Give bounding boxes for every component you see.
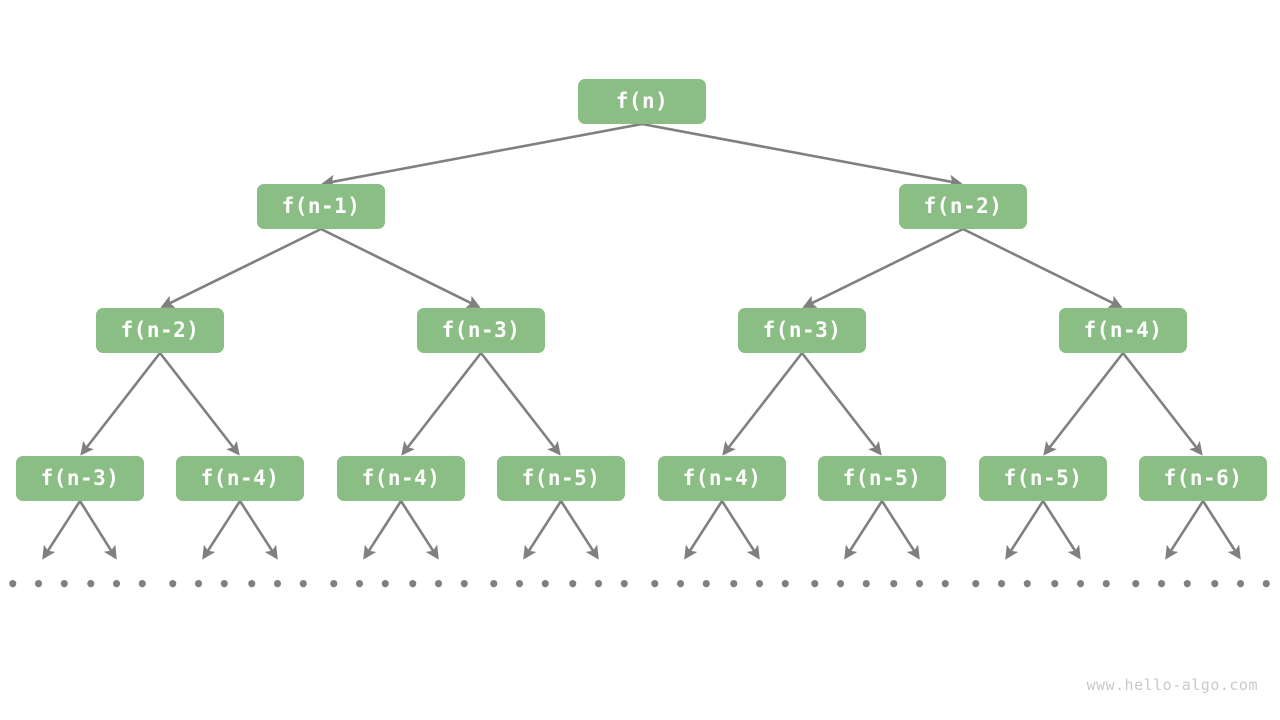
tree-node-label: f(n-5): [1003, 466, 1083, 490]
tree-node-label: f(n-5): [521, 466, 601, 490]
tree-ellipsis-11: • • •: [887, 572, 955, 596]
tree-edge: [722, 352, 804, 456]
tree-edge: [684, 500, 724, 560]
tree-ellipsis-13: • • •: [1048, 572, 1116, 596]
tree-edge: [802, 227, 964, 308]
tree-ellipsis-3: • • •: [245, 572, 313, 596]
tree-ellipsis-6: • • •: [487, 572, 555, 596]
tree-edge: [42, 500, 82, 560]
tree-node-l3-0[interactable]: f(n-2): [96, 308, 224, 353]
tree-edge: [1121, 352, 1203, 456]
tree-node-label: f(n-3): [441, 318, 521, 342]
tree-node-l3-3[interactable]: f(n-4): [1059, 308, 1187, 353]
tree-node-l2-1[interactable]: f(n-2): [899, 184, 1027, 229]
tree-edge: [1005, 500, 1045, 560]
tree-node-label: f(n-4): [361, 466, 441, 490]
tree-node-label: f(n): [615, 89, 669, 113]
tree-edge: [160, 227, 322, 308]
tree-edge: [800, 352, 882, 456]
tree-ellipsis-14: • • •: [1129, 572, 1197, 596]
tree-edge: [78, 500, 117, 560]
tree-edge: [1201, 500, 1241, 560]
tree-node-label: f(n-2): [120, 318, 200, 342]
tree-node-label: f(n-4): [1083, 318, 1163, 342]
tree-edge: [1165, 500, 1205, 560]
tree-ellipsis-1: • • •: [84, 572, 152, 596]
tree-ellipsis-7: • • •: [566, 572, 634, 596]
tree-edge: [962, 227, 1123, 308]
tree-edge: [363, 500, 403, 560]
tree-node-label: f(n-5): [842, 466, 922, 490]
tree-edge: [238, 500, 278, 560]
tree-node-label: f(n-4): [200, 466, 280, 490]
tree-ellipsis-12: • • •: [969, 572, 1037, 596]
tree-node-label: f(n-1): [281, 194, 361, 218]
tree-ellipsis-8: • • •: [648, 572, 716, 596]
tree-edge: [1041, 500, 1081, 560]
tree-node-label: f(n-3): [40, 466, 120, 490]
tree-ellipsis-9: • • •: [727, 572, 795, 596]
tree-node-root[interactable]: f(n): [578, 79, 706, 124]
tree-edge: [80, 352, 162, 456]
tree-ellipsis-0: • • •: [6, 572, 74, 596]
tree-edge: [320, 227, 481, 308]
tree-node-l4-4[interactable]: f(n-4): [658, 456, 786, 501]
tree-node-label: f(n-6): [1163, 466, 1243, 490]
tree-node-l3-1[interactable]: f(n-3): [417, 308, 545, 353]
tree-node-l4-6[interactable]: f(n-5): [979, 456, 1107, 501]
tree-node-label: f(n-3): [762, 318, 842, 342]
tree-edge: [720, 500, 760, 560]
watermark: www.hello-algo.com: [1086, 676, 1258, 694]
tree-node-l4-1[interactable]: f(n-4): [176, 456, 304, 501]
tree-ellipsis-10: • • •: [808, 572, 876, 596]
tree-node-l4-7[interactable]: f(n-6): [1139, 456, 1267, 501]
tree-edge: [523, 500, 563, 560]
tree-node-label: f(n-2): [923, 194, 1003, 218]
tree-edge: [559, 500, 599, 560]
tree-edge: [479, 352, 561, 456]
tree-ellipsis-4: • • •: [327, 572, 395, 596]
tree-node-l4-2[interactable]: f(n-4): [337, 456, 465, 501]
tree-ellipsis-2: • • •: [166, 572, 234, 596]
tree-edge: [880, 500, 920, 560]
tree-ellipsis-15: • • •: [1208, 572, 1276, 596]
tree-edge: [1043, 352, 1125, 456]
tree-node-label: f(n-4): [682, 466, 762, 490]
tree-edge: [641, 122, 963, 189]
tree-edge: [321, 122, 643, 189]
tree-ellipsis-5: • • •: [406, 572, 474, 596]
tree-edge: [202, 500, 242, 560]
tree-node-l3-2[interactable]: f(n-3): [738, 308, 866, 353]
tree-edge: [158, 352, 240, 456]
tree-edge: [844, 500, 884, 560]
tree-node-l2-0[interactable]: f(n-1): [257, 184, 385, 229]
tree-edge: [399, 500, 439, 560]
tree-edge: [401, 352, 483, 456]
tree-node-l4-0[interactable]: f(n-3): [16, 456, 144, 501]
tree-node-l4-5[interactable]: f(n-5): [818, 456, 946, 501]
tree-node-l4-3[interactable]: f(n-5): [497, 456, 625, 501]
